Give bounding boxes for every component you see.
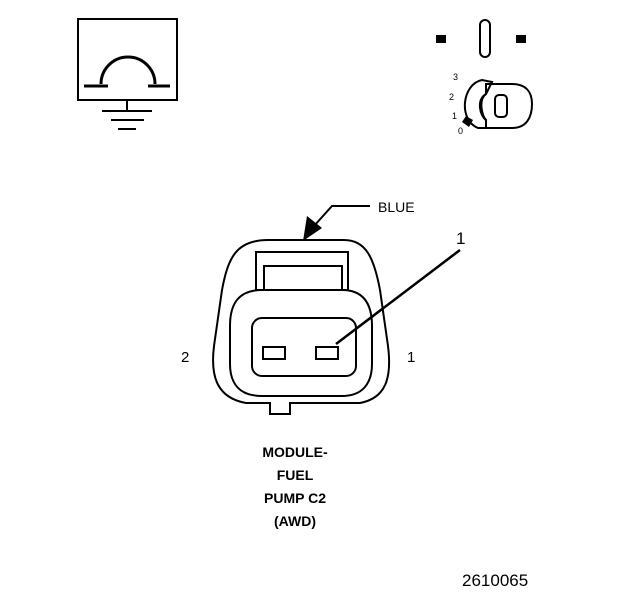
terminal-cavity-1 bbox=[315, 346, 339, 360]
connector-title: MODULE- FUEL PUMP C2 (AWD) bbox=[230, 441, 360, 533]
pin-label-left: 2 bbox=[181, 349, 190, 366]
callout-leader-line bbox=[335, 249, 461, 345]
figure-id: 2610065 bbox=[462, 571, 529, 590]
ignition-position-3: 3 bbox=[453, 72, 459, 82]
terminal-cavity-2 bbox=[262, 346, 286, 360]
connector-cavity-housing bbox=[251, 317, 357, 377]
connector-title-line-2: FUEL bbox=[276, 467, 314, 483]
color-leader-line bbox=[313, 205, 370, 227]
pin-label-right: 1 bbox=[407, 349, 416, 366]
ignition-position-2: 2 bbox=[449, 92, 455, 102]
connector-title-line-3: PUMP C2 bbox=[264, 490, 326, 506]
connector-color-label: BLUE bbox=[378, 199, 415, 215]
connector-title-line-4: (AWD) bbox=[274, 513, 316, 529]
connector-latch bbox=[255, 251, 349, 291]
ignition-position-1: 1 bbox=[452, 111, 458, 121]
connector-inner-shell bbox=[229, 289, 373, 397]
callout-number: 1 bbox=[456, 229, 466, 248]
color-leader-arrowhead bbox=[303, 216, 322, 241]
connector-latch-tab bbox=[263, 265, 343, 291]
connector-title-line-1: MODULE- bbox=[262, 444, 328, 460]
ignition-position-0: 0 bbox=[458, 126, 464, 136]
connector-outer-shell bbox=[212, 239, 391, 415]
